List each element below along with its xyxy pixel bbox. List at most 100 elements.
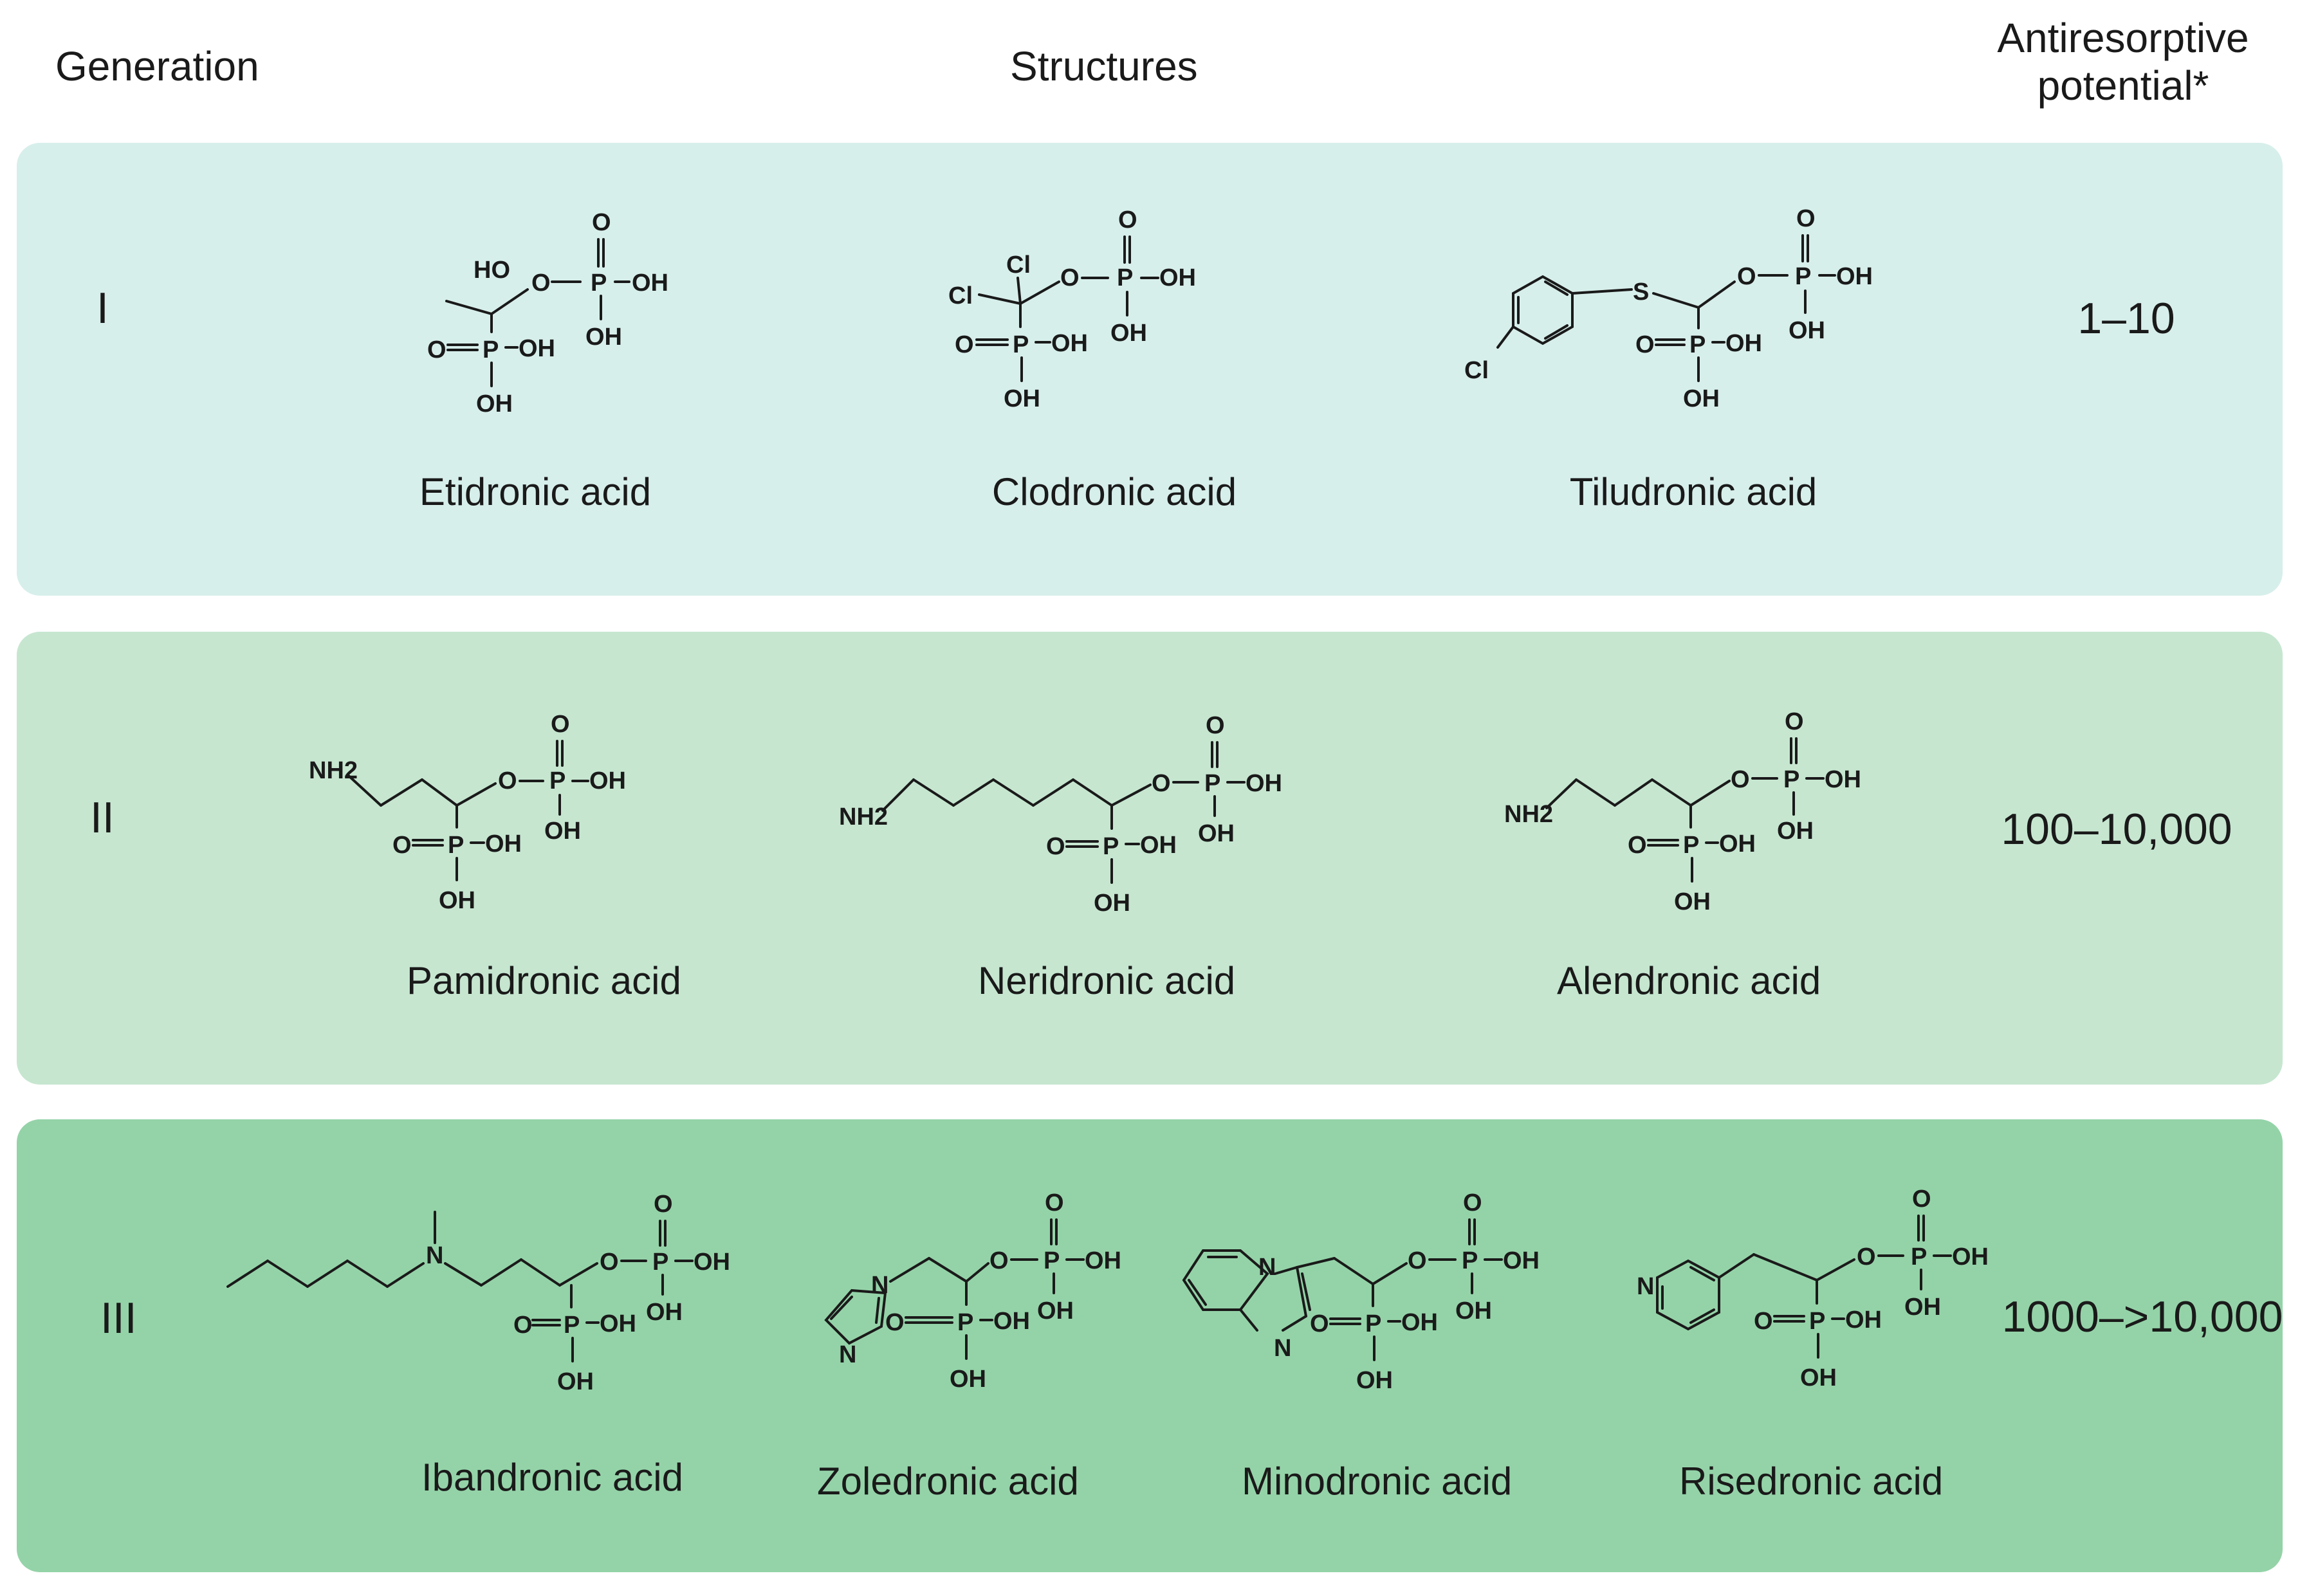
- atom-label-oh: OH: [1401, 1309, 1438, 1336]
- atom-label-p: P: [1013, 331, 1029, 358]
- atom-label-p: P: [1103, 833, 1119, 860]
- generation-panel-2: [17, 632, 2283, 1085]
- atom-label-p: P: [1044, 1247, 1060, 1274]
- header-potential-line1: Antiresorptive: [1997, 15, 2249, 61]
- atom-label-o: O: [427, 336, 446, 363]
- potential-value-3: 1000–>10,000: [2001, 1292, 2283, 1341]
- structure-zoledronic-acid: N N O P O OH OH P O OH OH: [824, 1189, 1121, 1393]
- header-potential-line2: potential*: [2037, 62, 2209, 109]
- atom-label-p: P: [1689, 331, 1706, 358]
- atom-label-oh: OH: [1674, 888, 1711, 915]
- atom-label-p: P: [564, 1312, 580, 1339]
- atom-label-o: O: [1628, 832, 1647, 859]
- atom-label-o: O: [513, 1312, 533, 1339]
- atom-label-o: O: [1857, 1243, 1876, 1270]
- atom-label-p: P: [591, 270, 607, 297]
- atom-label-p: P: [957, 1309, 973, 1336]
- structure-pamidronic-acid: NH2 O P O OH OH P O OH OH: [309, 711, 626, 914]
- atom-label-oh: OH: [1845, 1307, 1882, 1334]
- atom-label-p: P: [1809, 1308, 1825, 1335]
- atom-label-o: O: [1310, 1310, 1329, 1337]
- atom-label-oh: OH: [1789, 317, 1825, 344]
- atom-label-oh: OH: [544, 818, 581, 845]
- structure-clodronic-acid: Cl Cl O P O OH OH P O OH OH: [948, 206, 1196, 412]
- atom-label-o: O: [1206, 712, 1225, 739]
- structure-ibandronic-acid: N O P O OH OH P O OH OH: [226, 1191, 730, 1395]
- atom-label-p: P: [1365, 1310, 1381, 1337]
- atom-label-oh: OH: [1198, 820, 1235, 847]
- atom-label-p: P: [652, 1249, 668, 1276]
- atom-label-oh: OH: [1140, 832, 1177, 859]
- atom-label-p: P: [1117, 264, 1133, 291]
- atom-label-o: O: [1118, 206, 1137, 234]
- atom-label-ho: HO: [474, 257, 510, 284]
- compound-name: Alendronic acid: [1557, 959, 1821, 1002]
- generation-label-2: II: [90, 793, 115, 842]
- atom-label-n: N: [871, 1272, 888, 1299]
- atom-label-p: P: [1462, 1247, 1478, 1274]
- atom-label-oh: OH: [950, 1366, 986, 1393]
- atom-label-p: P: [483, 336, 499, 363]
- structure-tiludronic-acid: Cl S O P O OH OH P O OH OH: [1464, 205, 1873, 412]
- atom-label-o: O: [1060, 264, 1080, 291]
- atom-label-oh: OH: [632, 270, 668, 297]
- atom-label-o: O: [1046, 833, 1065, 860]
- atom-label-oh: OH: [557, 1368, 594, 1395]
- atom-label-nh2: NH2: [839, 803, 888, 830]
- atom-label-n: N: [839, 1341, 856, 1368]
- atom-label-oh: OH: [1455, 1298, 1492, 1325]
- atom-label-n: N: [1258, 1254, 1276, 1281]
- atom-label-nh2: NH2: [1504, 801, 1553, 828]
- atom-label-oh: OH: [1503, 1247, 1540, 1274]
- compound-name: Pamidronic acid: [407, 959, 681, 1002]
- atom-label-n: N: [1274, 1335, 1291, 1362]
- atom-label-o: O: [1737, 263, 1756, 290]
- atom-label-oh: OH: [585, 324, 622, 351]
- atom-label-oh: OH: [476, 390, 513, 417]
- atom-label-oh: OH: [1952, 1243, 1989, 1270]
- atom-label-oh: OH: [1110, 320, 1147, 347]
- atom-label-o: O: [551, 711, 570, 738]
- structure-risedronic-acid: N O P O OH OH P O OH OH: [1637, 1186, 1989, 1391]
- structure-neridronic-acid: NH2 O P O OH OH P O OH OH: [839, 712, 1282, 917]
- atom-label-o: O: [885, 1309, 905, 1336]
- header-generation: Generation: [55, 43, 259, 89]
- generation-panel-1: [17, 143, 2283, 596]
- atom-label-o: O: [392, 832, 412, 859]
- atom-label-p: P: [1204, 770, 1220, 797]
- atom-label-oh: OH: [1777, 818, 1814, 845]
- atom-label-oh: OH: [1159, 264, 1196, 291]
- atom-label-oh: OH: [1725, 330, 1762, 357]
- atom-label-cl: Cl: [1006, 252, 1031, 279]
- generation-panel-3: [17, 1119, 2283, 1572]
- atom-label-p: P: [1911, 1243, 1927, 1270]
- compound-name: Risedronic acid: [1679, 1460, 1944, 1503]
- header-potential: Antiresorptive potential*: [1969, 14, 2277, 109]
- atom-label-o: O: [1731, 766, 1750, 793]
- atom-label-o: O: [955, 331, 974, 358]
- compound-name: Minodronic acid: [1242, 1460, 1513, 1503]
- atom-label-o: O: [1463, 1189, 1482, 1216]
- atom-label-o: O: [498, 767, 517, 794]
- atom-label-o: O: [654, 1191, 673, 1218]
- potential-value-1: 1–10: [2077, 294, 2175, 343]
- atom-label-oh: OH: [1719, 830, 1756, 858]
- atom-label-oh: OH: [993, 1308, 1030, 1335]
- atom-label-oh: OH: [439, 887, 475, 914]
- generation-label-3: III: [100, 1294, 137, 1343]
- compound-name: Tiludronic acid: [1569, 470, 1817, 513]
- atom-label-oh: OH: [1051, 330, 1088, 357]
- header-structures: Structures: [1010, 43, 1198, 89]
- atom-label-o: O: [1912, 1186, 1931, 1213]
- atom-label-n: N: [426, 1242, 443, 1269]
- atom-label-o: O: [592, 209, 611, 236]
- atom-label-p: P: [1683, 832, 1699, 859]
- atom-label-cl: Cl: [1464, 357, 1489, 384]
- structure-etidronic-acid: HO O P O OH OH P O OH OH: [427, 209, 668, 417]
- compound-name: Ibandronic acid: [421, 1456, 683, 1499]
- compound-name: Clodronic acid: [991, 470, 1237, 513]
- atom-label-s: S: [1633, 279, 1649, 306]
- structure-alendronic-acid: NH2 O P O OH OH P O OH OH: [1504, 708, 1861, 915]
- potential-value-2: 100–10,000: [2001, 805, 2232, 854]
- atom-label-oh: OH: [1904, 1294, 1941, 1321]
